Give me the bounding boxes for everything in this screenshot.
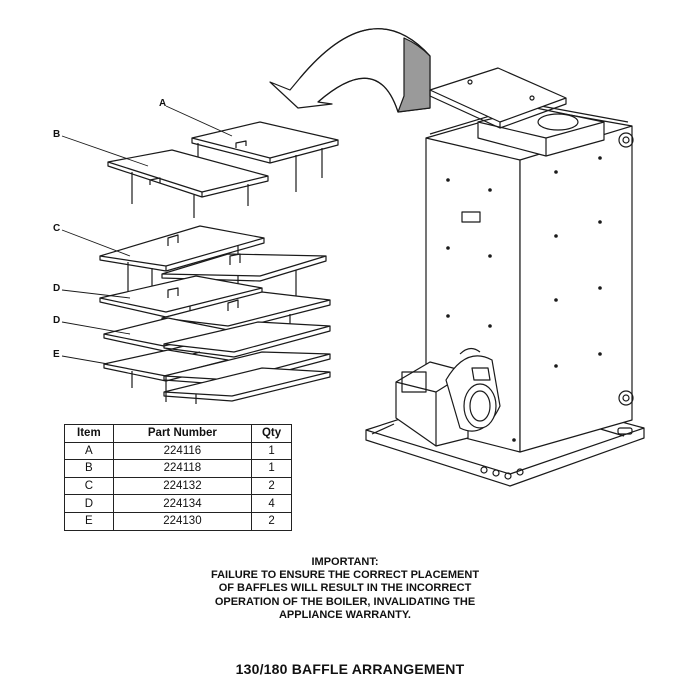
boiler-unit xyxy=(365,67,645,487)
curved-arrow-icon xyxy=(269,28,431,113)
item-cell: B xyxy=(64,459,114,478)
callout-c: C xyxy=(53,223,61,234)
baffle-b xyxy=(107,149,269,218)
callout-e: E xyxy=(53,349,60,360)
column-header-item: Item xyxy=(64,424,114,443)
callout-leaders xyxy=(61,105,233,365)
parts-table: Item Part Number Qty A 224116 1 B 224118… xyxy=(64,424,292,531)
callout-a: A xyxy=(159,98,167,109)
part-number-cell: 224116 xyxy=(112,441,253,461)
column-header-part-number: Part Number xyxy=(112,424,253,443)
qty-cell: 1 xyxy=(251,459,292,478)
notice-line: FAILURE TO ENSURE THE CORRECT PLACEMENT xyxy=(210,569,480,582)
table-header-row: Item Part Number Qty xyxy=(64,424,292,443)
qty-cell: 2 xyxy=(251,511,292,531)
table-row: C 224132 2 xyxy=(64,476,292,496)
column-header-qty: Qty xyxy=(251,424,292,443)
item-cell: C xyxy=(64,476,114,496)
notice-heading: IMPORTANT: xyxy=(311,556,379,568)
part-number-cell: 224130 xyxy=(112,511,253,531)
part-number-cell: 224134 xyxy=(112,494,253,513)
callout-b: B xyxy=(53,129,61,140)
item-cell: A xyxy=(64,441,114,461)
baffle-e xyxy=(103,349,331,404)
part-number-cell: 224132 xyxy=(112,476,253,496)
callout-d-upper: D xyxy=(53,283,61,294)
table-row: B 224118 1 xyxy=(64,459,292,478)
callout-d-lower: D xyxy=(53,315,61,326)
notice-line: OF BAFFLES WILL RESULT IN THE INCORRECT xyxy=(218,582,472,595)
notice-line: APPLIANCE WARRANTY. xyxy=(278,608,411,621)
baffle-d xyxy=(99,275,331,363)
diagram-caption: 130/180 BAFFLE ARRANGEMENT xyxy=(235,661,465,677)
notice-line: OPERATION OF THE BOILER, INVALIDATING TH… xyxy=(214,595,476,608)
table-row: A 224116 1 xyxy=(64,441,292,461)
qty-cell: 2 xyxy=(251,476,292,496)
qty-cell: 1 xyxy=(251,441,292,461)
part-number-cell: 224118 xyxy=(112,459,253,478)
qty-cell: 4 xyxy=(251,494,292,513)
table-row: D 224134 4 xyxy=(64,494,292,513)
important-notice: IMPORTANT: FAILURE TO ENSURE THE CORRECT… xyxy=(150,556,540,622)
item-cell: E xyxy=(64,511,114,531)
item-cell: D xyxy=(64,494,114,513)
table-row: E 224130 2 xyxy=(64,511,292,531)
